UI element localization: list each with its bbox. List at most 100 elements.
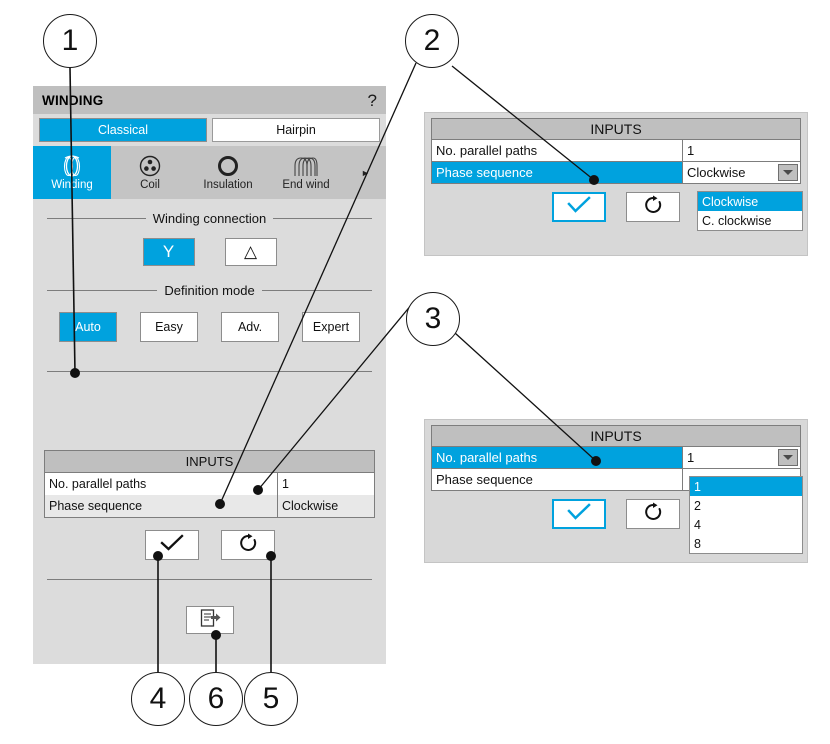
parallel-paths-dropdown[interactable]: 1 2 4 8: [689, 476, 803, 554]
popup-table-header: INPUTS: [431, 425, 801, 447]
row-label-phase-sequence: Phase sequence: [436, 165, 533, 180]
dropdown-option-clockwise[interactable]: Clockwise: [698, 192, 802, 211]
dropdown-option-8[interactable]: 8: [694, 536, 701, 551]
callout-2: 2: [405, 14, 459, 68]
definition-mode-separator: Definition mode: [47, 282, 373, 298]
phase-sequence-dropdown[interactable]: Clockwise C. clockwise: [697, 191, 803, 231]
combobox-value: 1: [687, 450, 695, 465]
row-label-phase-sequence: Phase sequence: [45, 495, 278, 517]
coil-icon: [138, 153, 162, 179]
mode-button-auto[interactable]: Auto: [59, 312, 117, 342]
dropdown-option-2[interactable]: 2: [694, 498, 701, 513]
table-row[interactable]: Phase sequence Clockwise: [45, 495, 374, 517]
toolbar-label-winding: Winding: [51, 179, 93, 192]
chevron-down-icon[interactable]: [778, 164, 798, 181]
table-row[interactable]: No. parallel paths 1: [431, 447, 801, 469]
table-row[interactable]: Phase sequence Clockwise: [431, 162, 801, 184]
inputs-top-separator: [47, 371, 372, 372]
toolbar-item-coil[interactable]: Coil: [111, 146, 189, 199]
callout-3: 3: [406, 292, 460, 346]
export-button[interactable]: [185, 606, 234, 634]
winding-connection-wye-button[interactable]: Y: [142, 238, 195, 266]
mode-button-expert[interactable]: Expert: [302, 312, 360, 342]
toolbar-more-arrow-icon[interactable]: ►: [361, 167, 370, 178]
callout-6: 6: [189, 672, 243, 726]
check-icon: [566, 195, 592, 219]
popup-action-row: [425, 499, 807, 529]
inputs-table: INPUTS No. parallel paths 1 Phase sequen…: [44, 450, 375, 518]
wye-icon: Y: [162, 242, 175, 261]
toolbar-label-insulation: Insulation: [203, 179, 253, 192]
confirm-button[interactable]: [144, 530, 199, 560]
winding-panel: WINDING ? Classical Hairpin Winding: [33, 86, 386, 664]
mode-button-adv[interactable]: Adv.: [221, 312, 279, 342]
definition-mode-options: Auto Easy Adv. Expert: [47, 312, 372, 342]
separator-line-right: [273, 217, 372, 219]
winding-icon: [59, 153, 85, 179]
table-row[interactable]: No. parallel paths 1: [431, 140, 801, 162]
row-value-phase-sequence[interactable]: Clockwise: [278, 495, 374, 517]
insulation-icon: [216, 153, 240, 179]
winding-connection-caption: Winding connection: [152, 210, 267, 226]
check-icon: [566, 502, 592, 526]
winding-connection-group: Winding connection Y △: [47, 210, 372, 266]
toolbar-label-end-winding: End wind: [282, 179, 330, 192]
confirm-button[interactable]: [552, 192, 606, 222]
page-title: WINDING: [42, 92, 104, 108]
separator-line-left: [47, 217, 146, 219]
separator-line-left: [47, 289, 158, 291]
row-label-parallel-paths: No. parallel paths: [45, 473, 278, 495]
dropdown-option-1[interactable]: 1: [690, 477, 802, 496]
mode-button-easy[interactable]: Easy: [140, 312, 198, 342]
chevron-down-icon[interactable]: [778, 449, 798, 466]
help-icon[interactable]: ?: [367, 90, 377, 110]
panel-action-row: [44, 530, 375, 560]
popup-action-row: [425, 192, 807, 222]
dropdown-option-4[interactable]: 4: [694, 517, 701, 532]
winding-connection-options: Y △: [47, 238, 372, 266]
definition-mode-group: Definition mode Auto Easy Adv. Expert: [47, 282, 373, 342]
popup-table-header: INPUTS: [431, 118, 801, 140]
export-top-separator: [47, 579, 372, 580]
reset-button[interactable]: [220, 530, 275, 560]
end-winding-icon: [292, 153, 320, 179]
delta-icon: △: [243, 242, 258, 261]
export-row: [33, 606, 386, 634]
combobox-value: Clockwise: [687, 165, 746, 180]
inputs-table-header: INPUTS: [45, 451, 374, 473]
tab-classical[interactable]: Classical: [39, 118, 207, 142]
reset-button[interactable]: [626, 499, 680, 529]
toolbar-item-winding[interactable]: Winding: [33, 146, 111, 199]
reset-icon: [642, 195, 664, 220]
row-label-phase-sequence: Phase sequence: [436, 472, 533, 487]
phase-sequence-combobox[interactable]: Clockwise: [682, 162, 800, 183]
separator-line-right: [261, 289, 373, 291]
row-value-parallel-paths[interactable]: 1: [282, 477, 289, 491]
section-toolbar: Winding Coil: [33, 146, 386, 199]
parallel-paths-popup: INPUTS No. parallel paths 1 Phase sequen…: [424, 419, 808, 563]
winding-connection-delta-button[interactable]: △: [224, 238, 277, 266]
table-row[interactable]: No. parallel paths 1: [45, 473, 374, 495]
export-document-icon: [198, 608, 222, 633]
panel-title-bar: WINDING ?: [33, 86, 386, 114]
reset-button[interactable]: [626, 192, 680, 222]
parallel-paths-combobox[interactable]: 1: [682, 447, 800, 468]
row-label-parallel-paths: No. parallel paths: [436, 450, 538, 465]
phase-sequence-popup: INPUTS No. parallel paths 1 Phase sequen…: [424, 112, 808, 256]
confirm-button[interactable]: [552, 499, 606, 529]
callout-1: 1: [43, 14, 97, 68]
reset-icon: [237, 533, 259, 558]
definition-mode-caption: Definition mode: [164, 282, 255, 298]
callout-4: 4: [131, 672, 185, 726]
check-icon: [159, 533, 185, 557]
callout-5: 5: [244, 672, 298, 726]
toolbar-label-coil: Coil: [140, 179, 160, 192]
row-value-parallel-paths[interactable]: 1: [682, 140, 800, 161]
tab-hairpin[interactable]: Hairpin: [212, 118, 380, 142]
toolbar-item-insulation[interactable]: Insulation: [189, 146, 267, 199]
reset-icon: [642, 502, 664, 527]
toolbar-item-end-winding[interactable]: End wind: [267, 146, 345, 199]
winding-type-tabs: Classical Hairpin: [33, 114, 386, 146]
dropdown-option-counter-clockwise[interactable]: C. clockwise: [702, 213, 772, 228]
